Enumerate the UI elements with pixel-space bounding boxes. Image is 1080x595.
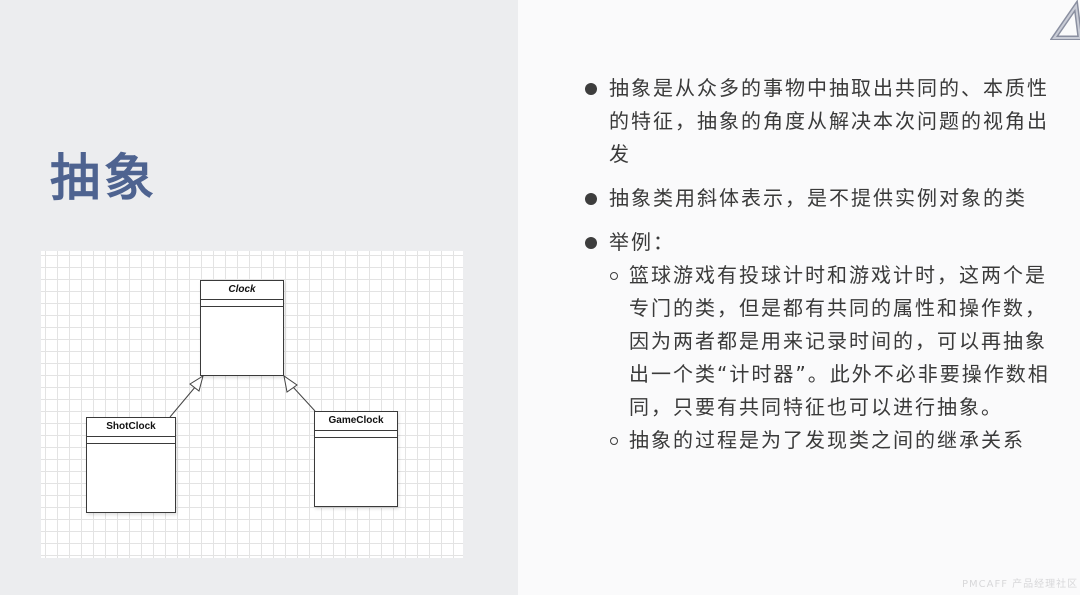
uml-diagram: Clock ShotClock GameClock xyxy=(41,251,463,558)
bullet-item: 举例： xyxy=(582,226,1052,259)
sub-bullet-text: 篮球游戏有投球计时和游戏计时，这两个是专门的类，但是都有共同的属性和操作数，因为… xyxy=(629,263,1050,419)
class-name: Clock xyxy=(201,281,283,300)
bullet-dot-icon xyxy=(585,193,597,205)
class-gameclock: GameClock xyxy=(314,411,398,507)
class-clock: Clock xyxy=(200,280,284,376)
triangle-logo-icon xyxy=(1049,0,1080,44)
bullet-dot-icon xyxy=(585,237,597,249)
class-name: GameClock xyxy=(315,412,397,431)
bullet-text: 抽象是从众多的事物中抽取出共同的、本质性的特征，抽象的角度从解决本次问题的视角出… xyxy=(609,76,1049,166)
bullet-text: 抽象类用斜体表示，是不提供实例对象的类 xyxy=(609,186,1027,210)
inheritance-arrows xyxy=(169,374,316,418)
right-panel xyxy=(518,0,1080,595)
bullet-dot-icon xyxy=(585,83,597,95)
class-shotclock: ShotClock xyxy=(86,417,176,513)
bullet-item: 抽象是从众多的事物中抽取出共同的、本质性的特征，抽象的角度从解决本次问题的视角出… xyxy=(582,72,1052,171)
bullet-ring-icon xyxy=(610,272,618,280)
class-attributes xyxy=(201,300,283,307)
sub-bullet-item: 抽象的过程是为了发现类之间的继承关系 xyxy=(582,424,1052,457)
sub-bullet-item: 篮球游戏有投球计时和游戏计时，这两个是专门的类，但是都有共同的属性和操作数，因为… xyxy=(582,259,1052,424)
bullet-ring-icon xyxy=(610,437,618,445)
sub-bullet-list: 篮球游戏有投球计时和游戏计时，这两个是专门的类，但是都有共同的属性和操作数，因为… xyxy=(582,259,1052,457)
watermark: PMCAFF 产品经理社区 xyxy=(962,579,1079,590)
class-attributes xyxy=(315,431,397,438)
sub-bullet-text: 抽象的过程是为了发现类之间的继承关系 xyxy=(629,428,1025,452)
class-name: ShotClock xyxy=(87,418,175,437)
slide-title: 抽象 xyxy=(50,149,158,207)
class-attributes xyxy=(87,437,175,444)
bullet-text: 举例： xyxy=(609,230,675,254)
bullet-item: 抽象类用斜体表示，是不提供实例对象的类 xyxy=(582,182,1052,215)
bullet-list: 抽象是从众多的事物中抽取出共同的、本质性的特征，抽象的角度从解决本次问题的视角出… xyxy=(582,72,1052,457)
